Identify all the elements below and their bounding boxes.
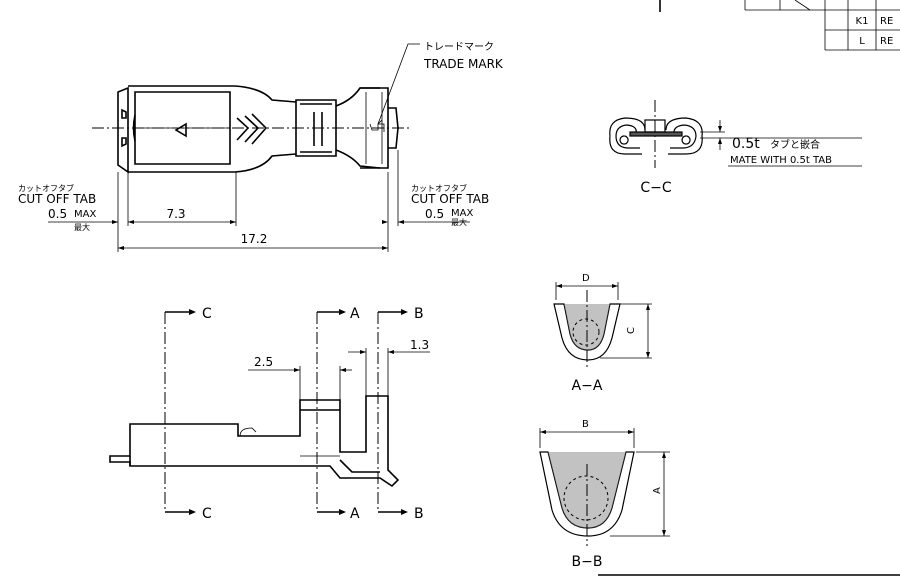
dim-1-3: 1.3 <box>410 338 429 352</box>
mate-thickness: 0.5t <box>732 136 760 152</box>
cut-off-tab-right-dim: 0.5 <box>425 207 444 221</box>
dim-17-2: 17.2 <box>241 232 268 246</box>
top-view-dimensions <box>48 150 470 252</box>
cut-off-tab-left-jp: カットオフタブ <box>18 183 74 193</box>
cut-off-tab-right-max: MAX <box>451 208 473 219</box>
section-label-bb: B−B <box>572 554 603 570</box>
table-cell-l: L <box>859 36 865 47</box>
cut-off-tab-right-en: CUT OFF TAB <box>411 192 489 206</box>
section-c-bottom: C <box>202 506 212 522</box>
section-b-top: B <box>414 306 424 322</box>
table-cell-k1: K1 <box>856 16 869 27</box>
trade-mark-jp: トレードマーク <box>424 41 494 53</box>
dim-2-5: 2.5 <box>254 355 273 369</box>
section-label-cc: C−C <box>640 180 672 196</box>
side-view-dimensions <box>248 348 430 400</box>
section-c-top: C <box>202 306 212 322</box>
cut-off-tab-right-max-jp: 最大 <box>451 217 467 227</box>
section-b-b-dim-b: B <box>582 419 589 430</box>
section-b-bottom: B <box>414 506 424 522</box>
side-view <box>109 309 408 515</box>
section-label-aa: A−A <box>572 378 603 394</box>
section-b-b <box>539 428 670 546</box>
section-c-c <box>609 100 862 168</box>
title-block-table: K1 RE L RE <box>744 0 900 51</box>
cut-off-tab-left-max-jp: 最大 <box>74 222 90 232</box>
cut-off-tab-left-max: MAX <box>74 209 96 220</box>
section-a-a-dim-c: C <box>626 327 637 334</box>
drawing-frame <box>598 0 900 576</box>
section-b-b-dim-a: A <box>652 487 663 494</box>
cut-off-tab-left-en: CUT OFF TAB <box>18 192 96 206</box>
cut-off-tab-left-dim: 0.5 <box>48 207 67 221</box>
table-cell-re-1: RE <box>880 16 893 27</box>
dim-7-3: 7.3 <box>166 207 185 221</box>
section-a-a-dim-d: D <box>582 273 590 284</box>
section-a-a <box>553 282 652 370</box>
section-a-bottom: A <box>350 506 360 522</box>
table-cell-re-2: RE <box>880 36 893 47</box>
section-a-top: A <box>350 306 360 322</box>
trade-mark-en: TRADE MARK <box>423 57 504 71</box>
mate-jp: タブと嵌合 <box>770 138 820 151</box>
top-view <box>92 43 420 174</box>
mate-en: MATE WITH 0.5t TAB <box>730 155 832 166</box>
cut-off-tab-right-jp: カットオフタブ <box>411 183 467 193</box>
